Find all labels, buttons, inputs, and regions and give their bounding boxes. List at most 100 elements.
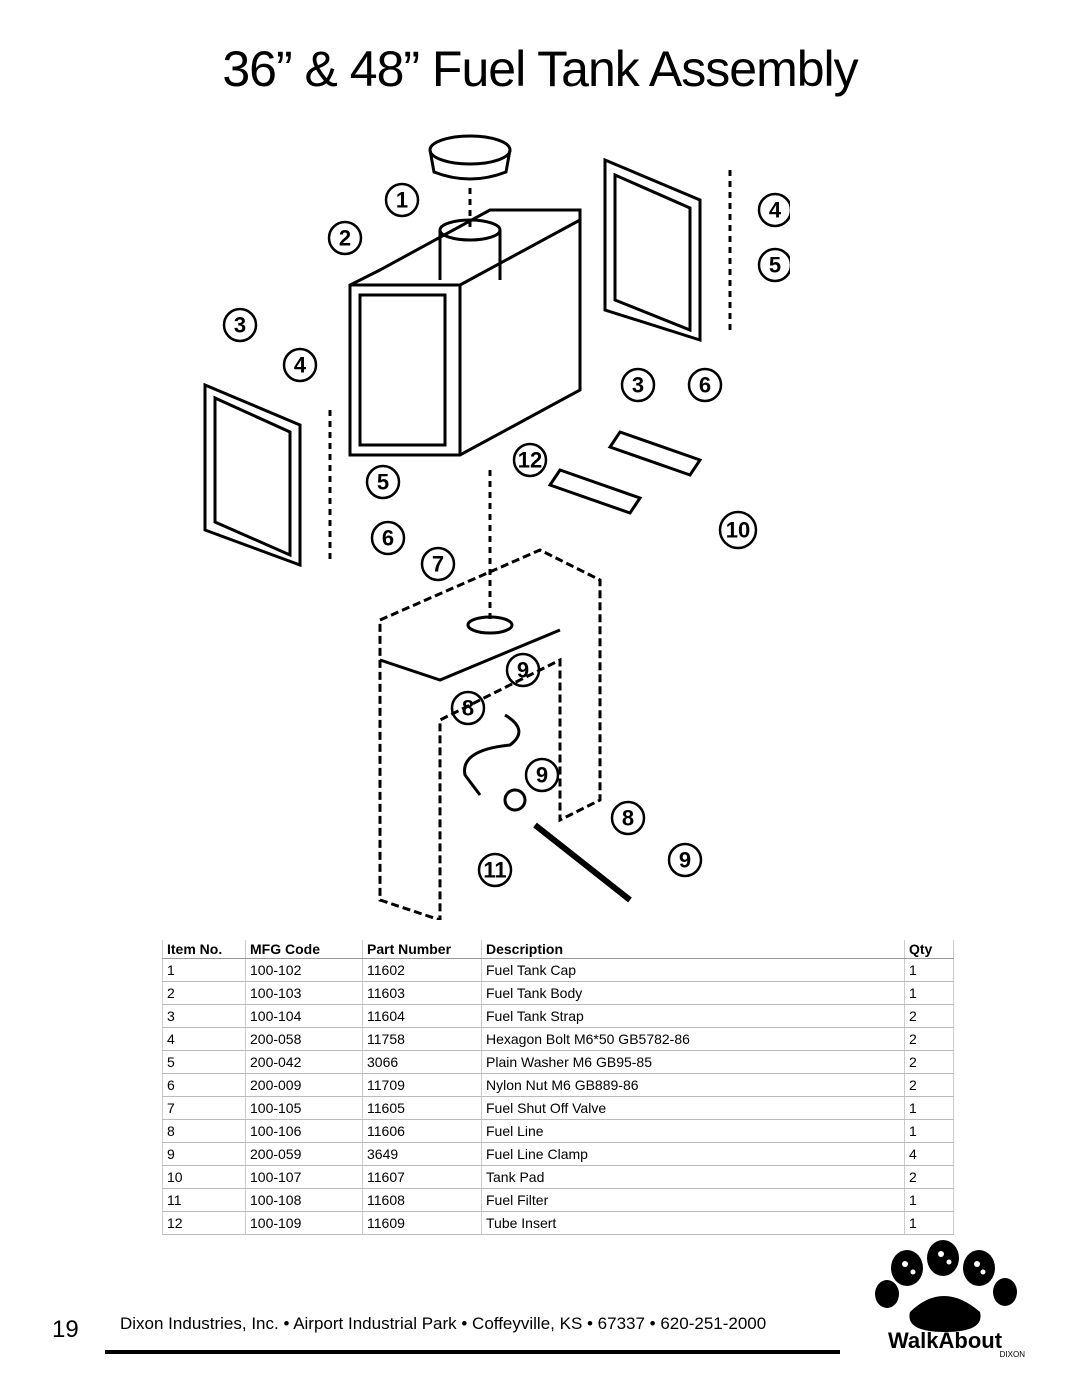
footer-divider bbox=[105, 1350, 840, 1354]
page-number: 19 bbox=[52, 1316, 79, 1343]
cell-description: Fuel Line Clamp bbox=[481, 1142, 905, 1166]
callout-3: 3 bbox=[234, 313, 246, 338]
callout-9b: 9 bbox=[536, 763, 548, 788]
callout-9: 9 bbox=[517, 658, 529, 683]
cell-mfg-code: 100-103 bbox=[245, 981, 363, 1005]
callout-11: 11 bbox=[483, 858, 506, 883]
cell-part-number: 11709 bbox=[362, 1073, 482, 1097]
callout-1: 1 bbox=[396, 188, 408, 213]
cell-item-no: 1 bbox=[162, 958, 246, 982]
cell-part-number: 11608 bbox=[362, 1188, 482, 1212]
callout-6b: 6 bbox=[382, 526, 394, 551]
cell-item-no: 2 bbox=[162, 981, 246, 1005]
callout-7: 7 bbox=[432, 552, 444, 577]
logo-wordmark: WalkAbout bbox=[887, 1328, 1003, 1353]
cell-part-number: 11609 bbox=[362, 1211, 482, 1235]
callout-9c: 9 bbox=[679, 848, 691, 873]
cell-qty: 4 bbox=[904, 1142, 954, 1166]
cell-qty: 2 bbox=[904, 1073, 954, 1097]
cell-description: Plain Washer M6 GB95-85 bbox=[481, 1050, 905, 1074]
callout-8: 8 bbox=[462, 696, 474, 721]
cell-part-number: 11604 bbox=[362, 1004, 482, 1028]
header-mfg-code: MFG Code bbox=[245, 940, 363, 959]
cell-item-no: 7 bbox=[162, 1096, 246, 1120]
cell-mfg-code: 100-109 bbox=[245, 1211, 363, 1235]
cell-qty: 1 bbox=[904, 981, 954, 1005]
cell-mfg-code: 100-108 bbox=[245, 1188, 363, 1212]
fuel-line-drawing bbox=[463, 713, 521, 796]
cell-qty: 1 bbox=[904, 1119, 954, 1143]
tank-pad-drawing bbox=[607, 430, 703, 477]
paw-icon bbox=[875, 1240, 1017, 1332]
cell-description: Fuel Shut Off Valve bbox=[481, 1096, 905, 1120]
cell-mfg-code: 200-058 bbox=[245, 1027, 363, 1051]
cell-qty: 2 bbox=[904, 1165, 954, 1189]
cell-item-no: 10 bbox=[162, 1165, 246, 1189]
header-item-no: Item No. bbox=[162, 940, 246, 959]
strap-right-drawing bbox=[603, 157, 702, 343]
header-description: Description bbox=[481, 940, 905, 959]
logo-brand: DIXON bbox=[999, 1350, 1025, 1359]
cell-item-no: 5 bbox=[162, 1050, 246, 1074]
cell-description: Fuel Tank Strap bbox=[481, 1004, 905, 1028]
callout-2: 2 bbox=[339, 226, 351, 251]
cell-item-no: 6 bbox=[162, 1073, 246, 1097]
cell-mfg-code: 200-042 bbox=[245, 1050, 363, 1074]
cell-part-number: 11603 bbox=[362, 981, 482, 1005]
walkabout-logo: WalkAbout DIXON bbox=[865, 1240, 1025, 1360]
cell-mfg-code: 100-107 bbox=[245, 1165, 363, 1189]
cell-item-no: 3 bbox=[162, 1004, 246, 1028]
cell-description: Fuel Line bbox=[481, 1119, 905, 1143]
cell-item-no: 4 bbox=[162, 1027, 246, 1051]
cell-qty: 1 bbox=[904, 1211, 954, 1235]
cell-part-number: 11605 bbox=[362, 1096, 482, 1120]
page-title: 36” & 48” Fuel Tank Assembly bbox=[222, 41, 858, 97]
cell-mfg-code: 100-105 bbox=[245, 1096, 363, 1120]
cell-mfg-code: 200-059 bbox=[245, 1142, 363, 1166]
footer-address: Dixon Industries, Inc. • Airport Industr… bbox=[120, 1314, 767, 1333]
diagram-svg: 1 2 3 4 5 3 6 4 5 6 12 7 10 9 8 9 8 11 9 bbox=[203, 134, 793, 923]
cell-qty: 1 bbox=[904, 958, 954, 982]
cell-part-number: 11602 bbox=[362, 958, 482, 982]
header-qty: Qty bbox=[904, 940, 954, 959]
cell-part-number: 3649 bbox=[362, 1142, 482, 1166]
fuel-tank-body-drawing bbox=[348, 208, 582, 457]
exploded-parts-diagram: 1 2 3 4 5 3 6 4 5 6 12 7 10 9 8 9 8 11 9 bbox=[190, 120, 793, 923]
cell-description: Fuel Filter bbox=[481, 1188, 905, 1212]
callout-4b: 4 bbox=[294, 353, 307, 378]
cell-qty: 1 bbox=[904, 1188, 954, 1212]
cell-description: Fuel Tank Body bbox=[481, 981, 905, 1005]
table-header-row: Item No. MFG Code Part Number Descriptio… bbox=[162, 940, 954, 959]
cell-mfg-code: 200-009 bbox=[245, 1073, 363, 1097]
cell-part-number: 11606 bbox=[362, 1119, 482, 1143]
cell-item-no: 11 bbox=[162, 1188, 246, 1212]
fuel-filter-drawing bbox=[503, 788, 527, 812]
cell-mfg-code: 100-102 bbox=[245, 958, 363, 982]
strap-left-drawing bbox=[203, 382, 302, 568]
header-part-number: Part Number bbox=[362, 940, 482, 959]
cell-qty: 2 bbox=[904, 1027, 954, 1051]
cell-part-number: 11758 bbox=[362, 1027, 482, 1051]
cell-item-no: 9 bbox=[162, 1142, 246, 1166]
cell-part-number: 11607 bbox=[362, 1165, 482, 1189]
fuel-tank-cap-drawing bbox=[428, 134, 512, 181]
cell-qty: 1 bbox=[904, 1096, 954, 1120]
callout-5b: 5 bbox=[377, 470, 389, 495]
cell-description: Nylon Nut M6 GB889-86 bbox=[481, 1073, 905, 1097]
cell-description: Hexagon Bolt M6*50 GB5782-86 bbox=[481, 1027, 905, 1051]
cell-description: Fuel Tank Cap bbox=[481, 958, 905, 982]
callout-12: 12 bbox=[518, 448, 542, 473]
cell-item-no: 12 bbox=[162, 1211, 246, 1235]
callout-10: 10 bbox=[726, 518, 750, 543]
